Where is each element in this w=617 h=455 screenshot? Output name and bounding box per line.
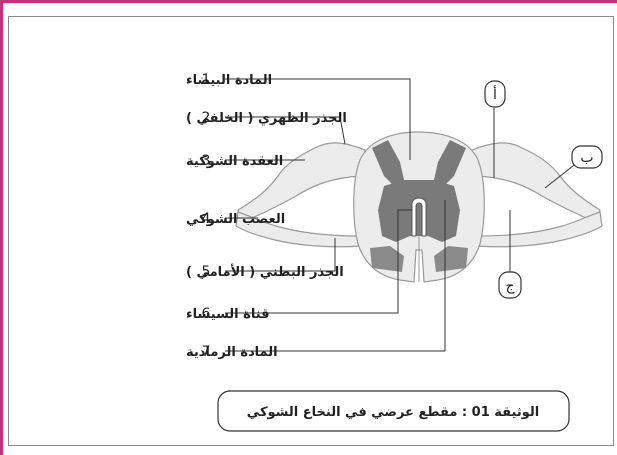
letter-b: ب [580,150,593,166]
label-number-3: 3 [202,153,211,169]
label-text-6: قناة السيساء [186,307,270,322]
frame-top-border [0,0,617,3]
label-number-2: 2 [202,110,211,126]
leader-line-5 [225,238,336,272]
leader-line-7 [225,200,446,352]
label-list: 1 المادة البيضاء 2 الجذر الظهري ( الخلفي… [186,72,347,360]
letter-markers: أ ب ج [484,80,603,299]
label-text-1: المادة البيضاء [186,73,272,88]
letter-a-box [484,80,506,108]
letter-c-box [498,271,522,299]
gray-matter-right-ventral-horn [434,246,468,272]
gray-matter-right-dorsal-horn [434,140,466,186]
label-number-5: 5 [202,264,211,280]
letter-a: أ [493,85,497,103]
leader-line-6 [225,209,412,314]
caption-box [217,390,570,432]
label-text-2: الجذر الظهري ( الخلفي ) [186,111,347,126]
label-text-7: المادة الرمادية [186,345,278,360]
leader-line-1 [225,78,411,160]
gray-matter-left-dorsal-horn [372,140,404,186]
label-text-5: الجذر البطني ( الأمامي ) [186,263,344,280]
gray-matter-center [378,180,460,242]
left-dorsal-root-ganglion [237,142,366,223]
gray-matter [370,140,468,282]
frame-left-border [0,0,3,455]
caption: الوثيقة 01 : مقطع عرضي في النخاع الشوكي [217,390,570,432]
leader-lines [225,78,579,352]
label-number-7: 7 [202,344,211,360]
gray-matter-left-ventral-horn [370,246,404,272]
letter-c: ج [505,278,515,294]
label-number-1: 1 [202,72,211,88]
central-canal [411,197,427,237]
leader-line-2 [225,116,346,145]
inner-border [8,16,614,446]
right-dorsal-root-ganglion [471,142,601,223]
label-text-3: العقدة الشوكية [186,154,283,169]
caption-text: الوثيقة 01 : مقطع عرضي في النخاع الشوكي [247,405,539,420]
label-number-4: 4 [202,211,211,227]
label-text-4: العصب الشوكي [186,212,285,227]
leader-line-b [544,161,579,189]
letter-b-box [571,145,603,169]
label-number-6: 6 [202,306,211,322]
